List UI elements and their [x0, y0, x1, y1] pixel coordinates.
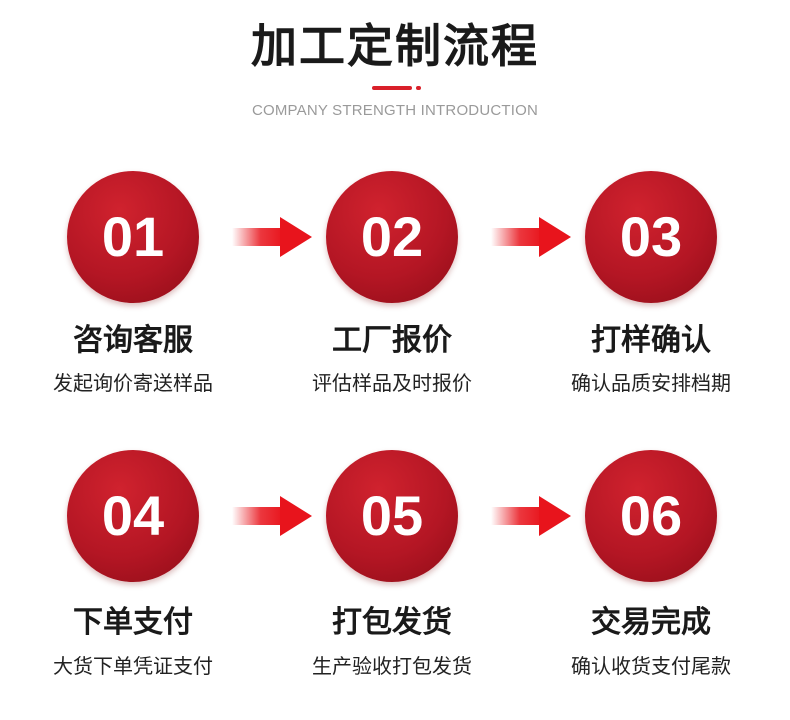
title-underline-dot — [416, 86, 421, 90]
step-title-02: 工厂报价 — [332, 323, 452, 358]
step-number: 02 — [360, 205, 424, 268]
arrow-right-icon — [232, 217, 312, 257]
step-title-04: 下单支付 — [73, 605, 193, 640]
step-desc-03: 确认品质安排档期 — [571, 371, 731, 395]
step-number: 05 — [360, 484, 424, 547]
step-circle-06: 06 — [585, 450, 717, 582]
arrow-right-icon — [491, 217, 571, 257]
step-circle-04: 04 — [67, 450, 199, 582]
step-title-03: 打样确认 — [591, 323, 711, 358]
step-desc-05: 生产验收打包发货 — [312, 654, 472, 678]
arrow-right-icon — [232, 496, 312, 536]
step-title-05: 打包发货 — [332, 605, 452, 640]
step-desc-01: 发起询价寄送样品 — [53, 371, 213, 395]
step-number: 06 — [619, 484, 683, 547]
step-circle-03: 03 — [585, 171, 717, 303]
step-circle-01: 01 — [67, 171, 199, 303]
step-desc-06: 确认收货支付尾款 — [571, 654, 731, 678]
step-desc-04: 大货下单凭证支付 — [53, 654, 213, 678]
step-title-06: 交易完成 — [591, 605, 711, 640]
step-number: 03 — [619, 205, 683, 268]
step-circle-02: 02 — [326, 171, 458, 303]
arrow-right-icon — [491, 496, 571, 536]
step-number: 01 — [101, 205, 165, 268]
page-title: 加工定制流程 — [251, 19, 539, 73]
page-subtitle: COMPANY STRENGTH INTRODUCTION — [251, 102, 539, 119]
step-desc-02: 评估样品及时报价 — [312, 371, 472, 395]
step-title-01: 咨询客服 — [73, 323, 193, 358]
title-underline — [372, 86, 412, 90]
step-number: 04 — [101, 484, 165, 547]
step-circle-05: 05 — [326, 450, 458, 582]
